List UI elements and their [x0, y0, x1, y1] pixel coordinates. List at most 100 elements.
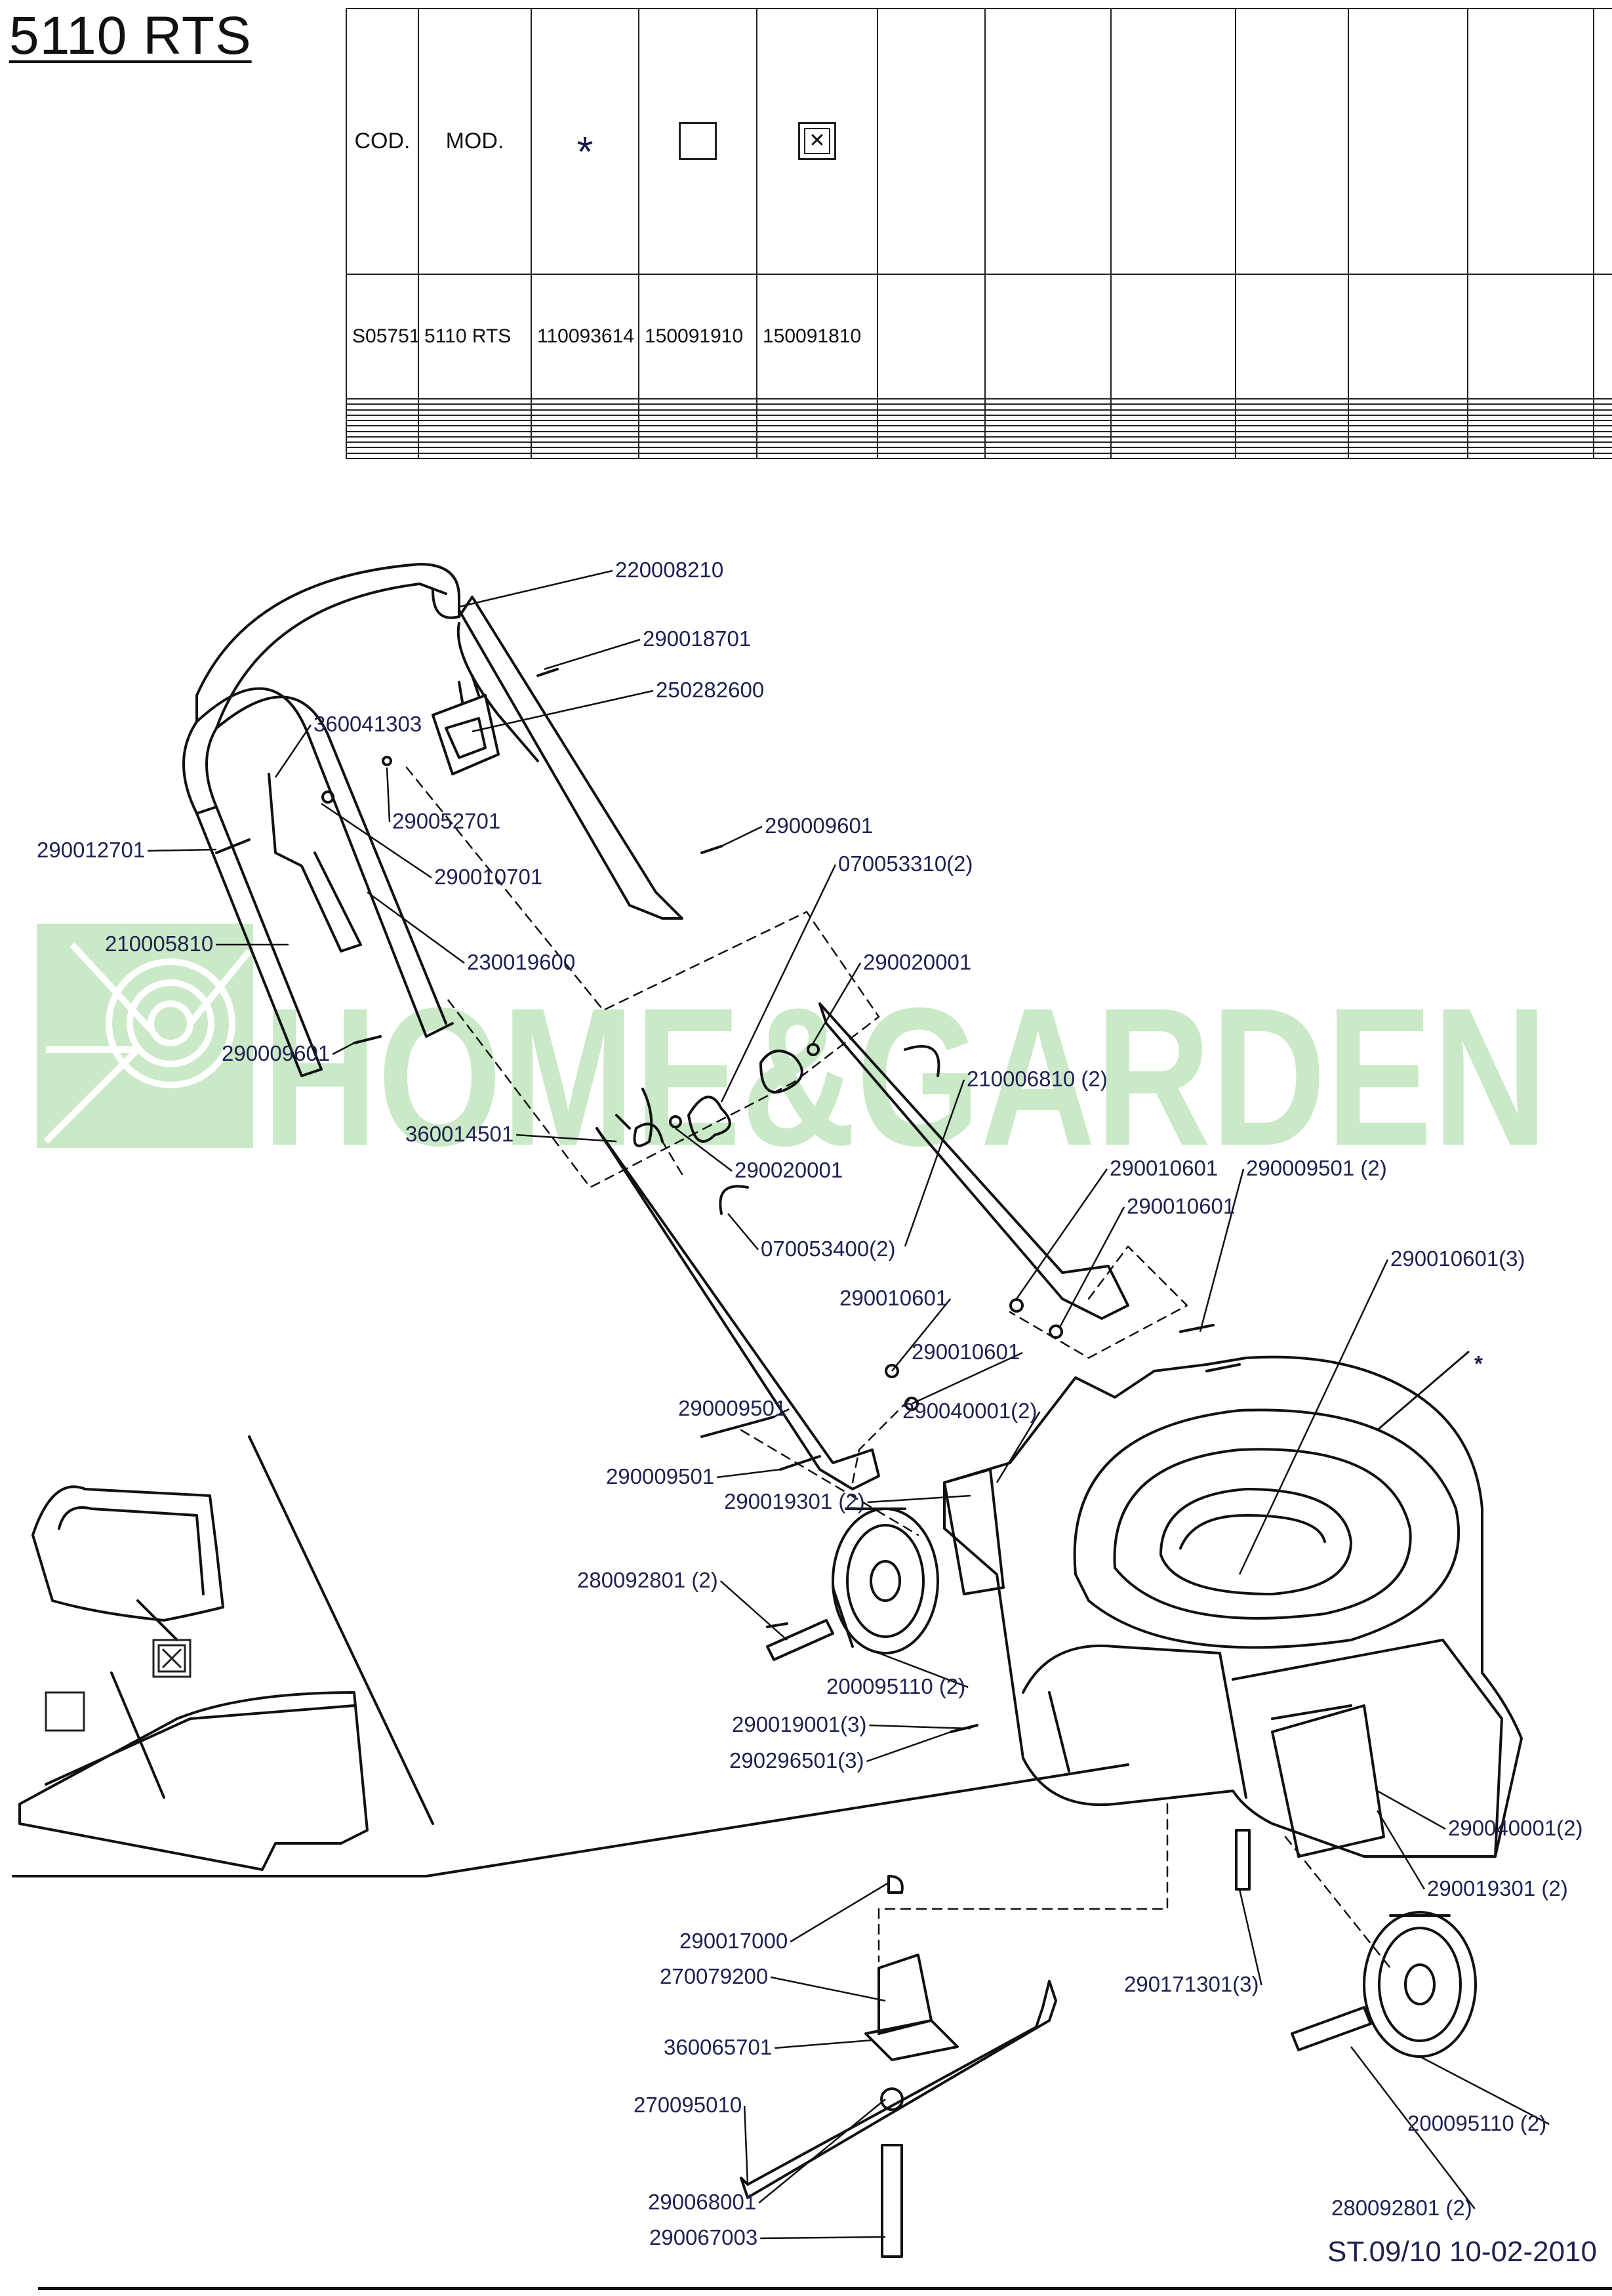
- part-label: 290009601: [222, 1041, 330, 1065]
- header-blank: [1467, 8, 1594, 275]
- lower-handle-right: [818, 1002, 1129, 1320]
- table-cell: [1348, 409, 1468, 416]
- table-cell: [1348, 430, 1468, 438]
- table-cell: [756, 441, 878, 449]
- table-cell: [638, 420, 757, 427]
- leader-line: [1199, 1168, 1245, 1332]
- leader-line: [743, 2105, 749, 2185]
- part-label: 290010601: [1127, 1194, 1235, 1218]
- part-label: 210006810 (2): [967, 1067, 1108, 1091]
- table-header-row: COD. MOD. *: [346, 8, 1612, 275]
- table-cell: [877, 436, 986, 443]
- wheel-rear: [1363, 1911, 1477, 2058]
- table-cell: [1110, 409, 1236, 416]
- model-code-table: COD. MOD. * S05751 5110 RTS 110093614 15…: [346, 8, 1612, 460]
- table-cell: [1467, 420, 1594, 427]
- leader-line: [274, 724, 312, 778]
- leader-line: [1058, 1206, 1125, 1329]
- table-cell: [418, 430, 532, 438]
- grass-bag-upper: [31, 1485, 224, 1622]
- table-cell: [1467, 398, 1594, 405]
- table-cell: [1235, 425, 1349, 432]
- table-cell: [877, 409, 986, 416]
- leader-line: [148, 848, 217, 852]
- table-cell: [1235, 452, 1349, 460]
- table-cell: [756, 398, 878, 405]
- leader-line: [720, 864, 837, 1103]
- header-blank: [1593, 8, 1612, 275]
- table-cell: [638, 441, 757, 449]
- table-cell: [638, 409, 757, 416]
- table-cell: [1110, 398, 1236, 405]
- table-cell: [1235, 414, 1349, 422]
- table-cell: [1467, 436, 1594, 443]
- leader-line: [1419, 2055, 1550, 2125]
- header-asterisk: *: [531, 8, 639, 275]
- table-cell: [346, 403, 419, 411]
- table-cell: [1593, 425, 1612, 432]
- table-cell: [756, 436, 878, 443]
- table-cell: [1593, 430, 1612, 438]
- leader-line: [367, 891, 465, 964]
- cell-asterisk-code: 110093614: [531, 273, 639, 400]
- table-cell: [1467, 441, 1594, 449]
- leader-line: [675, 1128, 733, 1172]
- cell-cod: S05751: [346, 273, 419, 400]
- part-label: 200095110 (2): [826, 1674, 965, 1698]
- table-cell: [1235, 409, 1349, 416]
- table-cell: [638, 436, 757, 443]
- table-cell: [756, 452, 878, 460]
- cell-mod: 5110 RTS: [418, 273, 532, 400]
- table-cell: [1235, 403, 1349, 411]
- table-cell: [1110, 436, 1236, 443]
- table-cell: [1235, 441, 1349, 449]
- table-cell: [1110, 452, 1236, 460]
- inset-crossed-box-icon: [152, 1639, 191, 1678]
- table-cell: [1235, 436, 1349, 443]
- leader-line: [878, 1652, 969, 1689]
- table-cell: [756, 430, 878, 438]
- table-cell: [1593, 441, 1612, 449]
- table-cell: [756, 414, 878, 422]
- table-cell: [418, 403, 532, 411]
- knob-left: [687, 1096, 731, 1143]
- table-cell: [531, 447, 639, 454]
- crossed-box-icon: [798, 122, 836, 161]
- header-blank: [1235, 8, 1349, 275]
- table-cell: [418, 452, 532, 460]
- cell-crossed-box-code: 150091810: [756, 273, 878, 400]
- table-cell: [1110, 403, 1236, 411]
- table-cell: [531, 452, 639, 460]
- leader-line: [321, 802, 432, 879]
- leader-line: [770, 1976, 886, 2002]
- table-cell: [531, 441, 639, 449]
- leader-line: [516, 1134, 617, 1143]
- part-label: 070053310(2): [838, 851, 973, 876]
- table-cell: [1593, 447, 1612, 454]
- table-row: [346, 409, 1612, 416]
- table-cell: [418, 425, 532, 432]
- leader-line: [773, 1408, 790, 1418]
- table-cell: [1348, 425, 1468, 432]
- footer-code: ST.09/10 10-02-2010: [1327, 2236, 1597, 2268]
- table-cell: [346, 409, 419, 416]
- empty-box-icon: [679, 122, 717, 161]
- leader-line: [721, 825, 763, 848]
- part-label: 290010601: [912, 1340, 1020, 1364]
- leader-line: [812, 962, 862, 1044]
- table-cell: [531, 420, 639, 427]
- part-label: 290019301 (2): [724, 1489, 865, 1513]
- leader-line: [866, 1731, 952, 1763]
- table-cell: [346, 441, 419, 449]
- part-label: 290019301 (2): [1427, 1876, 1568, 1900]
- table-cell: [1593, 436, 1612, 443]
- table-cell: [638, 447, 757, 454]
- table-cell: [984, 425, 1112, 432]
- table-cell: [984, 420, 1112, 427]
- table-cell: [1467, 430, 1594, 438]
- table-cell: [1467, 447, 1594, 454]
- part-label: 290010701: [434, 865, 542, 889]
- table-cell: [418, 441, 532, 449]
- table-cell: [418, 420, 532, 427]
